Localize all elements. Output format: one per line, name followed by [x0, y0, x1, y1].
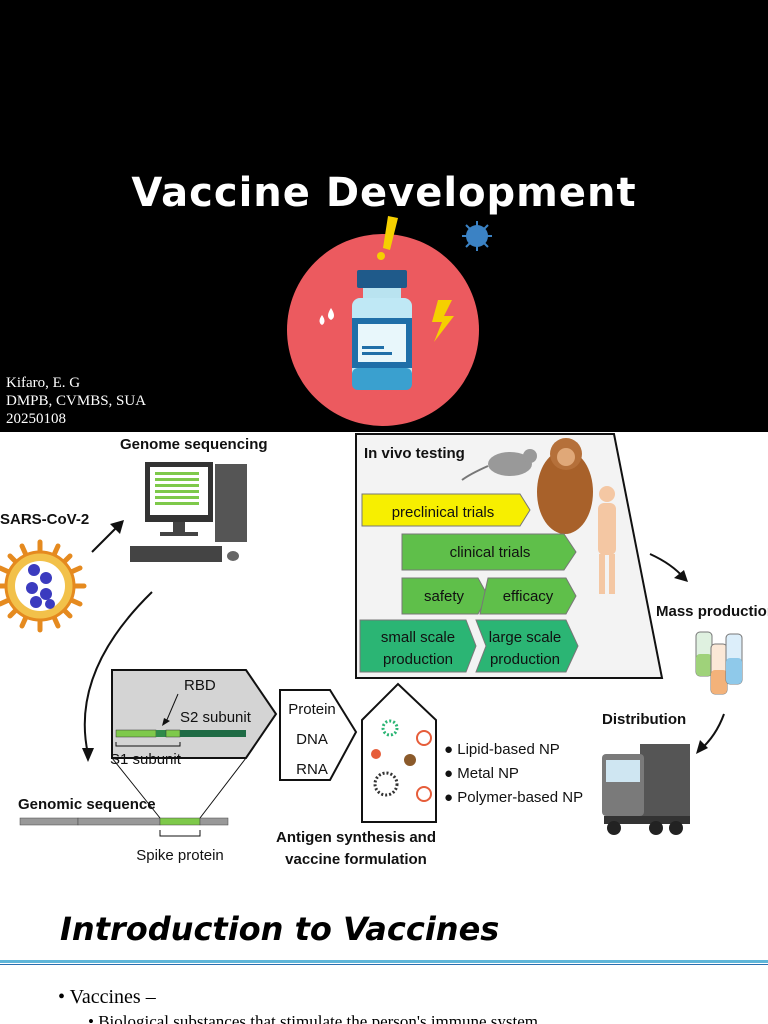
small-scale-label-1: small scale	[381, 629, 455, 646]
spike-protein-label: Spike protein	[136, 847, 224, 864]
mouse-icon	[461, 449, 537, 481]
polymer-np-label: ● Polymer-based NP	[444, 789, 583, 806]
vial-icon	[352, 270, 412, 390]
virus-icon	[462, 221, 492, 251]
safety-label: safety	[424, 588, 465, 605]
virus-icon	[0, 539, 87, 633]
diagram-svg: Genome sequencing SARS-CoV-2	[0, 433, 768, 868]
preclinical-trials-arrow	[361, 493, 531, 527]
formulation-house	[361, 682, 437, 823]
lightning-bolt-icon	[432, 300, 454, 342]
clinical-trials-arrow	[401, 533, 577, 571]
human-icon	[598, 486, 616, 594]
large-scale-label-2: production	[490, 651, 560, 668]
author-date: 20250108	[6, 411, 66, 427]
arrowheads	[82, 520, 708, 762]
truck-icon	[602, 744, 690, 835]
intro-slide: Introduction to Vaccines • Vaccines – • …	[0, 902, 768, 1024]
efficacy-arrow	[479, 577, 577, 615]
protein-label: Protein	[288, 701, 336, 718]
exclamation-icon	[377, 216, 398, 260]
author-affiliation: DMPB, CVMBS, SUA	[6, 393, 147, 409]
s2-subunit-label: S2 subunit	[180, 709, 252, 726]
antigen-synthesis-label-1: Antigen synthesis and	[276, 829, 436, 846]
clinical-trials-label: clinical trials	[450, 544, 531, 561]
water-drops-icon	[319, 308, 334, 325]
large-scale-arrow	[475, 619, 579, 673]
antigen-synthesis-label-2: vaccine formulation	[285, 851, 427, 868]
title-divider-line	[0, 964, 768, 965]
preclinical-trials-label: preclinical trials	[392, 504, 495, 521]
title-divider	[0, 960, 768, 963]
slide-title: Vaccine Development	[131, 170, 637, 216]
intro-title: Introduction to Vaccines	[60, 910, 500, 948]
distribution-label: Distribution	[602, 711, 686, 728]
mass-production-label: Mass production	[656, 603, 768, 620]
small-scale-arrow	[359, 619, 477, 673]
dna-label: DNA	[296, 731, 328, 748]
bullet-definition: • Biological substances that stimulate t…	[88, 1012, 539, 1024]
development-diagram: Genome sequencing SARS-CoV-2	[0, 432, 768, 902]
efficacy-label: efficacy	[503, 588, 554, 605]
antigen-type-arrow	[279, 689, 358, 781]
sars-cov-2-label: SARS-CoV-2	[0, 511, 89, 528]
lipid-np-label: ● Lipid-based NP	[444, 741, 560, 758]
rna-label: RNA	[296, 761, 328, 778]
vials-icon	[695, 631, 743, 695]
title-slide: Vaccine Development	[0, 0, 768, 432]
s1-subunit-label: S1 subunit	[110, 751, 182, 768]
monkey-icon	[537, 438, 593, 534]
rbd-label: RBD	[184, 677, 216, 694]
author-block: Kifaro, E. G DMPB, CVMBS, SUA 20250108	[6, 374, 146, 428]
author-name: Kifaro, E. G	[6, 375, 81, 391]
vaccine-illustration	[287, 216, 492, 426]
large-scale-label-1: large scale	[489, 629, 562, 646]
genomic-sequence-bar	[19, 817, 229, 826]
computer-icon	[130, 462, 247, 562]
small-scale-label-2: production	[383, 651, 453, 668]
genome-sequencing-label: Genome sequencing	[120, 436, 268, 453]
metal-np-label: ● Metal NP	[444, 765, 519, 782]
nanoparticle-icons	[371, 719, 432, 802]
genomic-sequence-label: Genomic sequence	[18, 796, 156, 813]
in-vivo-label: In vivo testing	[364, 445, 465, 462]
bullet-vaccines: • Vaccines –	[58, 986, 156, 1008]
